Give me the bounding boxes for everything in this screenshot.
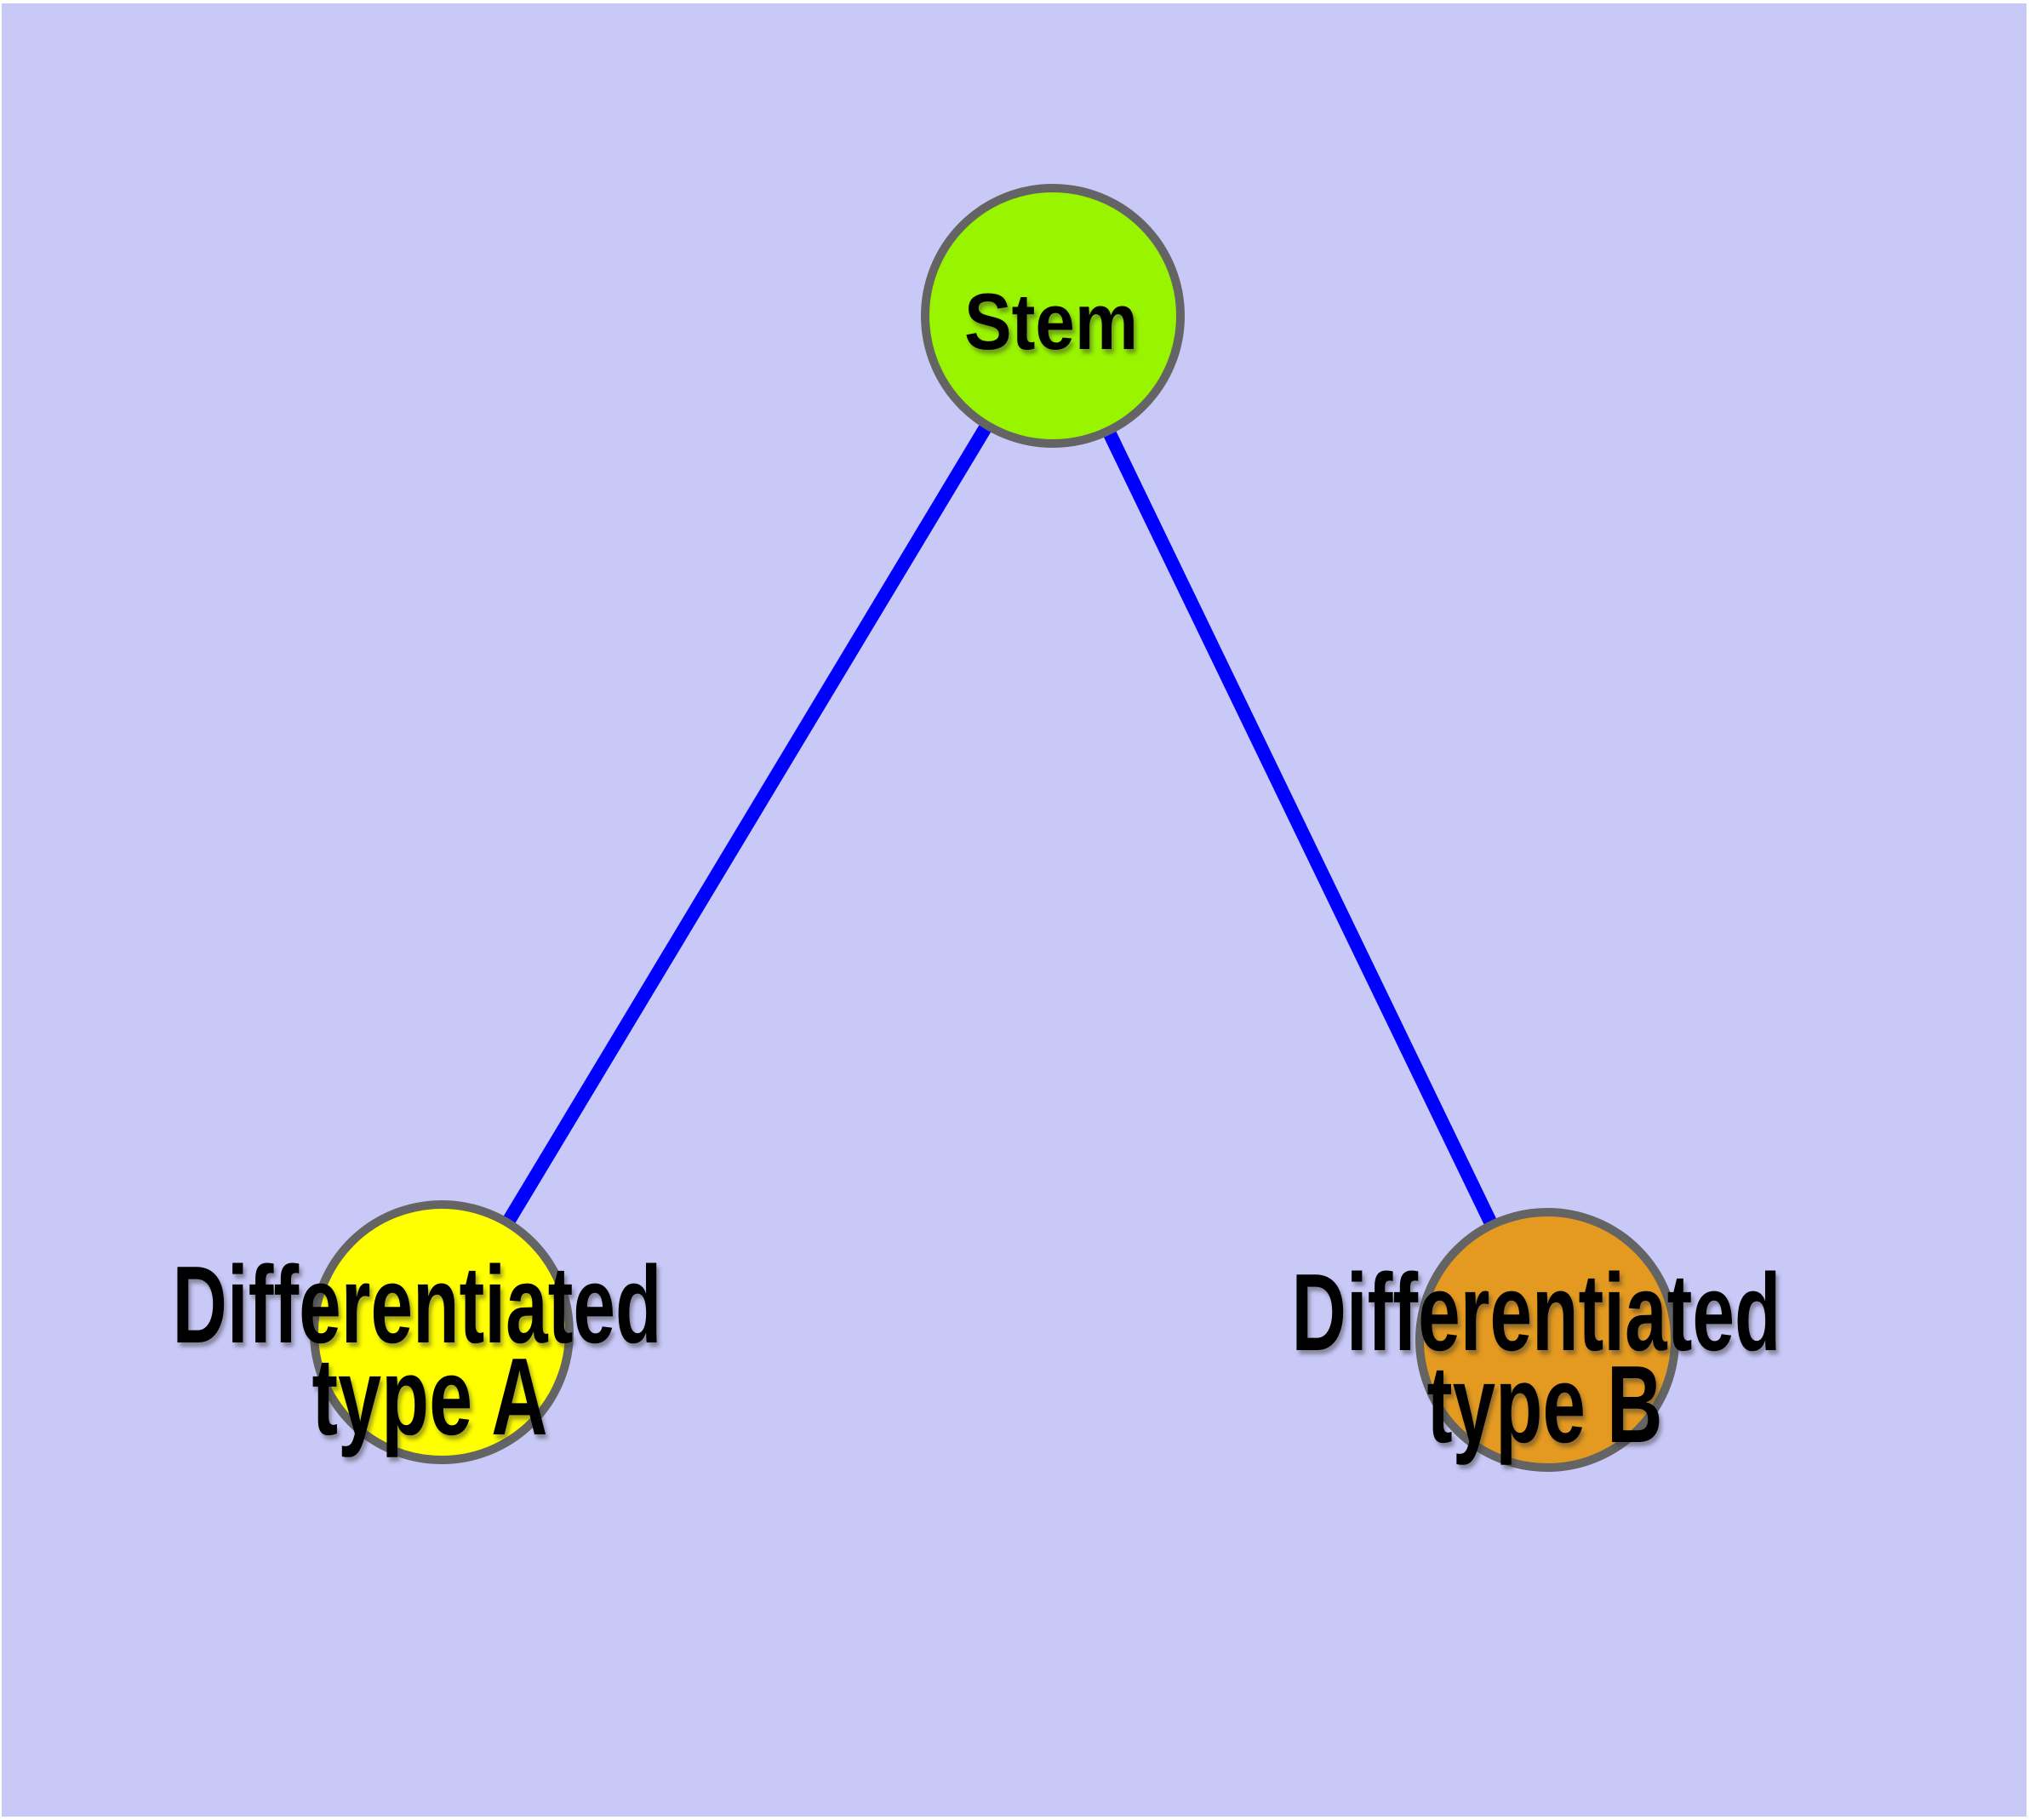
node-stem xyxy=(921,184,1185,448)
node-label-type-a-line2: type A xyxy=(312,1336,548,1458)
edge-stem-to-type-b xyxy=(1046,312,1554,1343)
node-differentiated-type-b xyxy=(1415,1208,1679,1472)
node-label-type-a-line1: Differentiated xyxy=(173,1244,662,1366)
node-differentiated-type-a xyxy=(310,1200,574,1464)
node-labels: Stem Differentiated type A Differentiate… xyxy=(173,277,1781,1466)
node-label-stem: Stem xyxy=(964,277,1138,366)
node-label-type-b-line1: Differentiated xyxy=(1292,1251,1781,1374)
edge-stem-to-type-a xyxy=(436,312,1059,1336)
node-label-type-b-line2: type B xyxy=(1427,1343,1663,1466)
